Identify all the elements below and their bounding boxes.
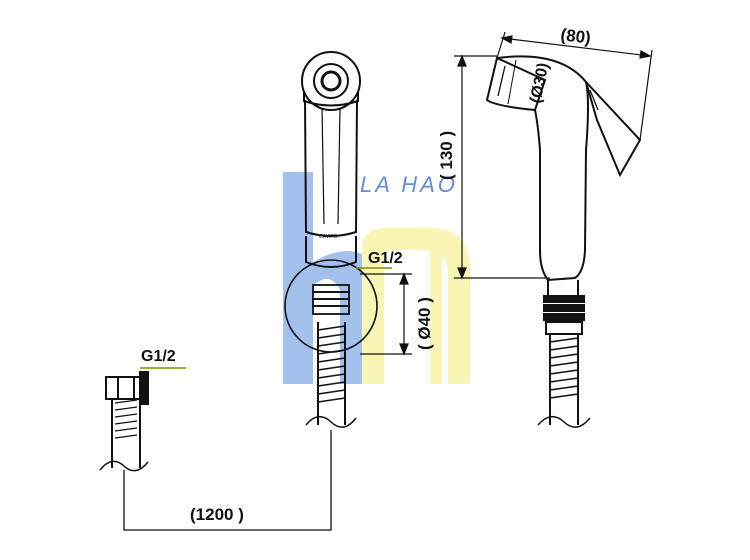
hand-shower-side-view <box>485 55 642 428</box>
watermark-logo <box>283 172 470 384</box>
hose-end-thread-callout: G1/2 <box>140 348 186 369</box>
dim-diameter-40 <box>360 272 412 356</box>
hose-end-thread-label: G1/2 <box>141 348 176 365</box>
brand-mark: CAVITO <box>319 234 338 240</box>
holder-thread-callout: G1/2 <box>356 250 403 269</box>
top-nut-outer <box>301 51 361 111</box>
handle-body <box>304 99 358 237</box>
shower-body <box>496 55 589 282</box>
dim-diameter-40-label: ( Ø40 ) <box>415 297 434 350</box>
dim-hose-1200-label: (1200 ) <box>190 505 244 524</box>
holder-front-view <box>284 51 378 428</box>
holder-thread-label: G1/2 <box>368 250 403 267</box>
hose-end-fitting <box>99 371 149 472</box>
dim-height-130 <box>454 54 550 280</box>
top-nut-inner <box>313 63 349 99</box>
dim-hose-1200 <box>123 430 332 531</box>
dim-length-80 <box>496 31 653 141</box>
shower-head <box>485 56 547 112</box>
holder-hose <box>317 322 346 405</box>
dim-diameter-30-label: (Ø30) <box>527 61 552 105</box>
dim-diameter-30 <box>507 59 517 105</box>
dim-height-130-label: ( 130 ) <box>437 131 456 180</box>
dim-length-80-label: (80) <box>560 25 592 48</box>
trigger-lever <box>585 81 642 178</box>
watermark-text: LA HAO <box>360 172 458 197</box>
